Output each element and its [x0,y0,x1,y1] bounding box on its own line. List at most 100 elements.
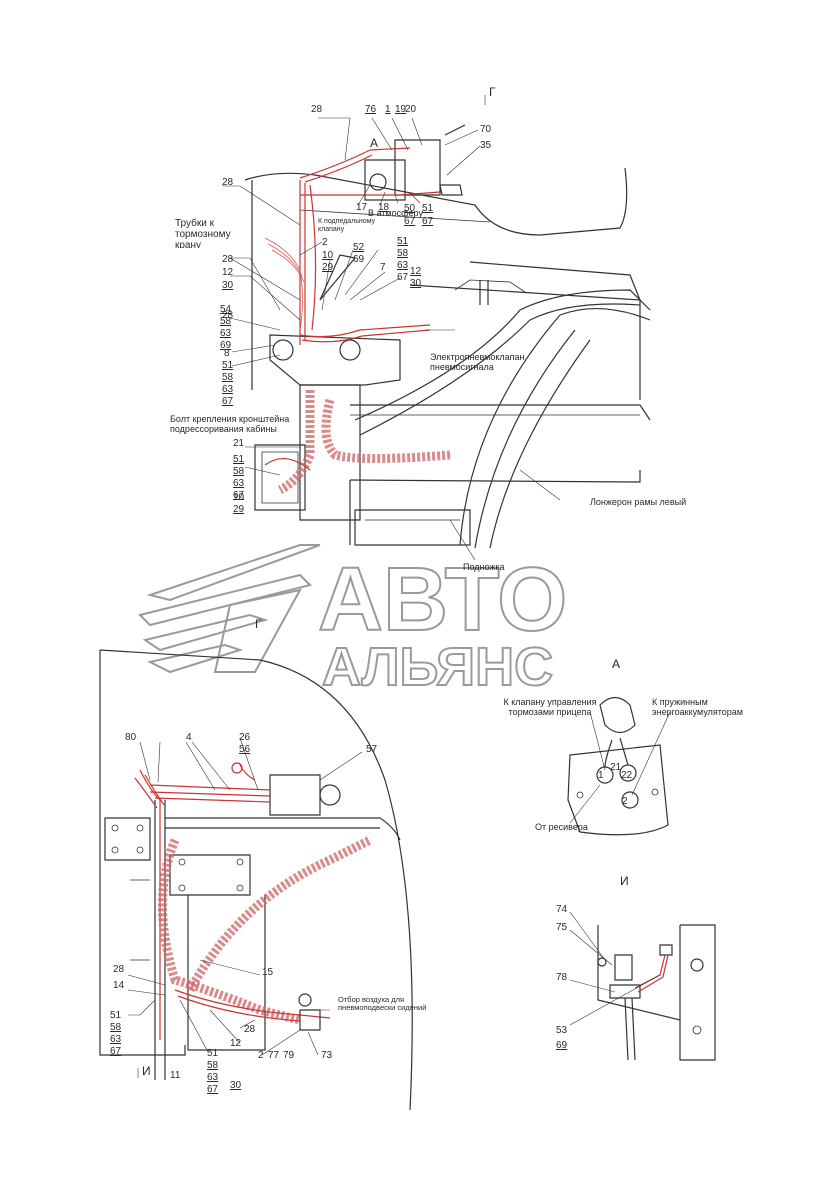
part-number-label: 51 [207,1048,219,1059]
part-number-label: 18 [378,202,390,213]
part-number-label: 69 [353,254,365,265]
part-number-label: 51 [110,1010,122,1021]
part-number-label: 7 [380,262,386,273]
part-number-label: 51 [222,360,234,371]
part-number-label: 63 [397,260,409,271]
part-number-label: 51 [233,454,245,465]
part-number-label: 15 [262,967,274,978]
part-number-label: 58 [220,316,232,327]
part-number-label: 53 [556,1025,568,1036]
part-number-label: 29 [322,262,334,273]
part-number-label: 67 [207,1084,219,1095]
part-number-label: 67 [110,1046,122,1057]
part-number-label: 52 [353,242,365,253]
part-number-label: 35 [480,140,492,151]
part-number-label: 76 [365,104,377,115]
callout-to-atmosphere: В атмосферу [368,208,423,218]
callout-trailer-valve: К клапану управления тормозами прицепа [504,697,597,717]
part-number-label: 75 [556,922,568,933]
part-number-label: 1 [385,104,391,115]
view-a-marker: А [370,136,378,150]
part-number-label: 12 [222,267,234,278]
view-a [567,696,669,836]
part-number-label: 28 [311,104,323,115]
part-number-label: 67 [222,396,234,407]
part-number-label: 10 [233,492,245,503]
part-number-label: 28 [222,310,234,321]
part-number-label: 63 [233,478,245,489]
part-number-label: 12 [410,266,422,277]
callout-frame-spar: Лонжерон рамы левый [590,497,686,507]
part-number-label: 67 [422,216,434,227]
callout-to-pedal-valve: К подпедальному клапану [318,218,375,233]
part-number-label: 58 [207,1060,219,1071]
part-number-label: 58 [110,1022,122,1033]
part-number-label: 19 [395,104,407,115]
part-number-label: 2 [322,237,328,248]
part-number-label: 28 [244,1024,256,1035]
part-number-label: 67 [397,272,409,283]
callouts: Трубки к тормозному крану К подпедальном… [170,208,743,1012]
part-number-label: 17 [356,202,368,213]
part-number-label: 63 [110,1034,122,1045]
part-number-label: 10 [322,250,334,261]
part-number-label: 73 [321,1050,333,1061]
watermark-line2: АЛЬЯНС [322,637,553,697]
callout-footstep: Подножка [463,562,505,572]
view-g-title: Г [255,617,262,631]
part-number-label: 69 [556,1040,568,1051]
callout-from-receiver: От ресивера [535,822,588,832]
part-number-label: 79 [283,1050,295,1061]
part-number-label: 2 [622,796,628,807]
callout-to-brake-valve: Трубки к тормозному крану [175,218,231,248]
part-number-label: 80 [125,732,137,743]
part-number-label: 63 [222,384,234,395]
part-number-label: 51 [422,203,434,214]
part-number-label: 78 [556,972,568,983]
part-number-label: 51 [397,236,409,247]
part-number-label: 26 [239,732,251,743]
part-number-label: 12 [230,1038,242,1049]
part-number-label: 28 [222,254,234,265]
part-number-label: 67 [233,490,245,501]
part-number-label: 67 [404,216,416,227]
callout-bracket-bolt: Болт крепления кронштейна подрессоривани… [170,414,289,434]
part-number-label: 8 [224,348,230,359]
part-number-label: 54 [220,304,232,315]
view-g [99,649,413,1111]
watermark-logo-icon [138,544,321,674]
labels-view-i: 74 75 78 53 69 [556,904,568,1051]
part-number-label: 74 [556,904,568,915]
callout-spring-accum: К пружинным энергоаккумуляторам [652,697,743,717]
part-number-label: 70 [480,124,492,135]
watermark: АВТО АЛЬЯНС [138,544,568,698]
part-number-label: 28 [222,177,234,188]
part-number-label: 4 [186,732,192,743]
view-a-title: А [612,657,620,671]
part-number-label: 14 [113,980,125,991]
top-view-assembly [244,124,651,549]
part-number-label: 30 [222,280,234,291]
part-number-label: 29 [233,504,245,515]
part-number-label: 20 [405,104,417,115]
part-number-label: 58 [233,466,245,477]
watermark-line1: АВТО [318,550,567,650]
part-number-label: 77 [268,1050,280,1061]
part-number-label: 30 [230,1080,242,1091]
part-number-label: 56 [239,744,251,755]
part-number-label: 69 [220,340,232,351]
callout-electro-valve: Электропневмоклапан пневмосигнала [430,352,524,372]
view-markers: Г А Г А И И [142,85,629,1078]
view-i-marker: И [142,1064,151,1078]
part-number-label: 22 [621,770,633,781]
part-number-label: 63 [207,1072,219,1083]
part-number-label: 2 [258,1050,264,1061]
view-i [597,924,716,1061]
part-number-label: 50 [404,203,416,214]
part-number-label: 11 [170,1070,181,1081]
view-g-marker: Г [489,85,496,99]
